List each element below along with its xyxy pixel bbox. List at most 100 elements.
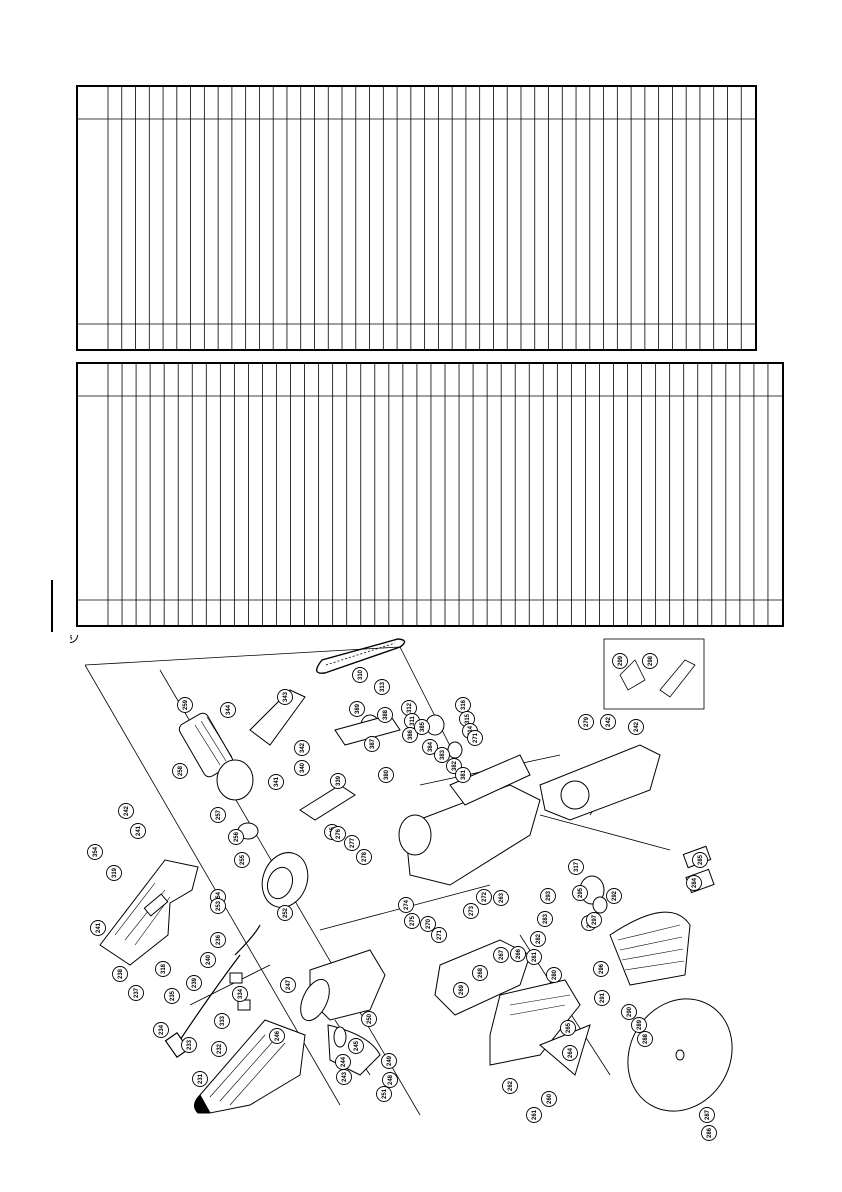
part-number: 250	[367, 1013, 373, 1024]
part-callout: 265	[560, 1020, 576, 1036]
part-number: 240	[206, 954, 212, 965]
part-number: 310	[358, 669, 364, 680]
part-callout: 258	[172, 763, 188, 779]
part-number: 270	[426, 918, 432, 929]
part-callout: 285	[692, 852, 708, 868]
part-number: 385	[420, 721, 426, 732]
part-number: 282	[536, 933, 542, 944]
part-callout: 264	[562, 1045, 578, 1061]
part-callout: 243	[336, 1069, 352, 1085]
part-callout: 292	[606, 888, 622, 904]
part-callout: 247	[280, 977, 296, 993]
part-number: 315	[465, 713, 471, 724]
part-number: 254	[216, 891, 222, 902]
part-number: 316	[461, 699, 467, 710]
part-callout: 255	[234, 852, 250, 868]
exploded-parts-diagram: 2593443433423403393413452582572562552542…	[70, 635, 733, 1141]
part-callout: 299	[612, 653, 628, 669]
part-callout: 266	[510, 946, 526, 962]
part-number: 242	[634, 721, 640, 732]
margin-mark	[51, 580, 53, 632]
part-number: 251	[382, 1088, 388, 1099]
part-number: 265	[566, 1022, 572, 1033]
part-number: 289	[637, 1019, 643, 1030]
part-number: 231	[198, 1073, 204, 1084]
part-number: 242	[124, 805, 130, 816]
part-number: 384	[428, 741, 434, 752]
part-number: 388	[383, 709, 389, 720]
part-number: 280	[552, 969, 558, 980]
belt	[316, 638, 406, 674]
part-callout: 238	[112, 966, 128, 982]
part-number: 279	[584, 716, 590, 727]
part-callout: 277	[344, 835, 360, 851]
small-parts	[229, 714, 715, 1048]
part-callout: 275	[404, 913, 420, 929]
part-number: 502	[70, 635, 74, 640]
part-callout: 289	[631, 1017, 647, 1033]
part-number: 312	[407, 702, 413, 713]
part-callout: 288	[637, 1031, 653, 1047]
part-callout: 272	[476, 889, 492, 905]
part-callout: 298	[642, 653, 658, 669]
part-callout: 274	[398, 897, 414, 913]
part-number: 295	[578, 887, 584, 898]
part-number: 333	[220, 1015, 226, 1026]
part-callout: 344	[220, 702, 236, 718]
part-callout: 283	[537, 911, 553, 927]
part-callout: 342	[294, 740, 310, 756]
part-callout: 252	[277, 905, 293, 921]
part-callout: 280	[546, 967, 562, 983]
part-callout: 317	[568, 859, 584, 875]
part-number: 287	[705, 1109, 711, 1120]
part-number: 276	[336, 828, 342, 839]
handle-housing	[194, 1019, 306, 1114]
part-number: 249	[387, 1055, 393, 1066]
part-callout: 386	[402, 727, 418, 743]
part-number: 259	[183, 699, 189, 710]
part-number: 311	[410, 716, 416, 726]
part-callout: 231	[192, 1071, 208, 1087]
part-number: 293	[546, 890, 552, 901]
part-callout: 241	[90, 920, 106, 936]
part-number: 243	[342, 1071, 348, 1082]
part-number: 283	[543, 913, 549, 924]
part-number: 290	[627, 1006, 633, 1017]
part-number: 267	[499, 949, 505, 960]
part-number: 281	[532, 951, 538, 962]
part-callout: 236	[210, 932, 226, 948]
part-callout: 259	[177, 697, 193, 713]
part-callout: 240	[200, 952, 216, 968]
part-callout: 251	[376, 1086, 392, 1102]
part-number: 263	[499, 892, 505, 903]
part-number: 232	[217, 1043, 223, 1054]
part-number: 299	[618, 655, 624, 666]
part-number: 237	[134, 987, 140, 998]
part-callout: 286	[701, 1125, 717, 1141]
part-callout: 270	[420, 916, 436, 932]
part-number: 318	[161, 963, 167, 974]
part-callout: 248	[382, 1072, 398, 1088]
table-grid	[78, 364, 782, 625]
part-number: 242	[606, 716, 612, 727]
part-callout: 388	[377, 707, 393, 723]
part-callout: 233	[181, 1037, 197, 1053]
part-callout: 296	[593, 961, 609, 977]
part-callout: 273	[463, 903, 479, 919]
part-callout: 271	[467, 730, 483, 746]
part-number: 339	[336, 775, 342, 786]
part-number: 266	[516, 948, 522, 959]
part-number: 387	[370, 738, 376, 749]
part-number: 381	[461, 769, 467, 780]
part-number: 247	[286, 979, 292, 990]
part-number: 241	[136, 825, 142, 836]
part-number: 268	[478, 967, 484, 978]
gearbox-arm	[360, 714, 541, 886]
part-number: 246	[275, 1030, 281, 1041]
part-number: 252	[283, 907, 289, 918]
part-callout: 242	[600, 714, 616, 730]
part-number: 286	[707, 1127, 713, 1138]
part-number: 274	[404, 899, 410, 910]
part-callout: 246	[269, 1028, 285, 1044]
part-number: 344	[226, 704, 232, 715]
